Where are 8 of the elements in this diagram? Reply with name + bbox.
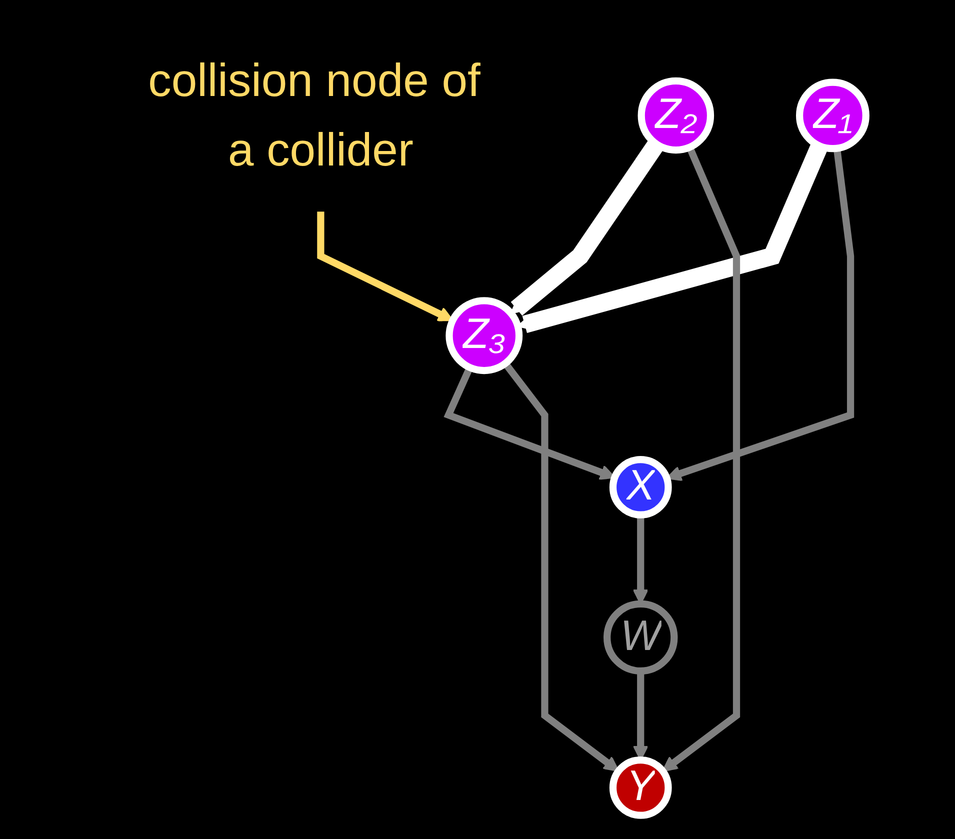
node-circle: W bbox=[604, 600, 678, 675]
node-circle: Y bbox=[609, 756, 672, 819]
node-text: collision node of a collider bbox=[148, 53, 480, 176]
node-circle: Z₂ bbox=[638, 77, 714, 154]
node-circle: Z₁ bbox=[796, 78, 870, 152]
node-circle: X bbox=[609, 456, 672, 518]
node-circle: Z₃ bbox=[446, 297, 523, 374]
arrow bbox=[317, 212, 454, 322]
